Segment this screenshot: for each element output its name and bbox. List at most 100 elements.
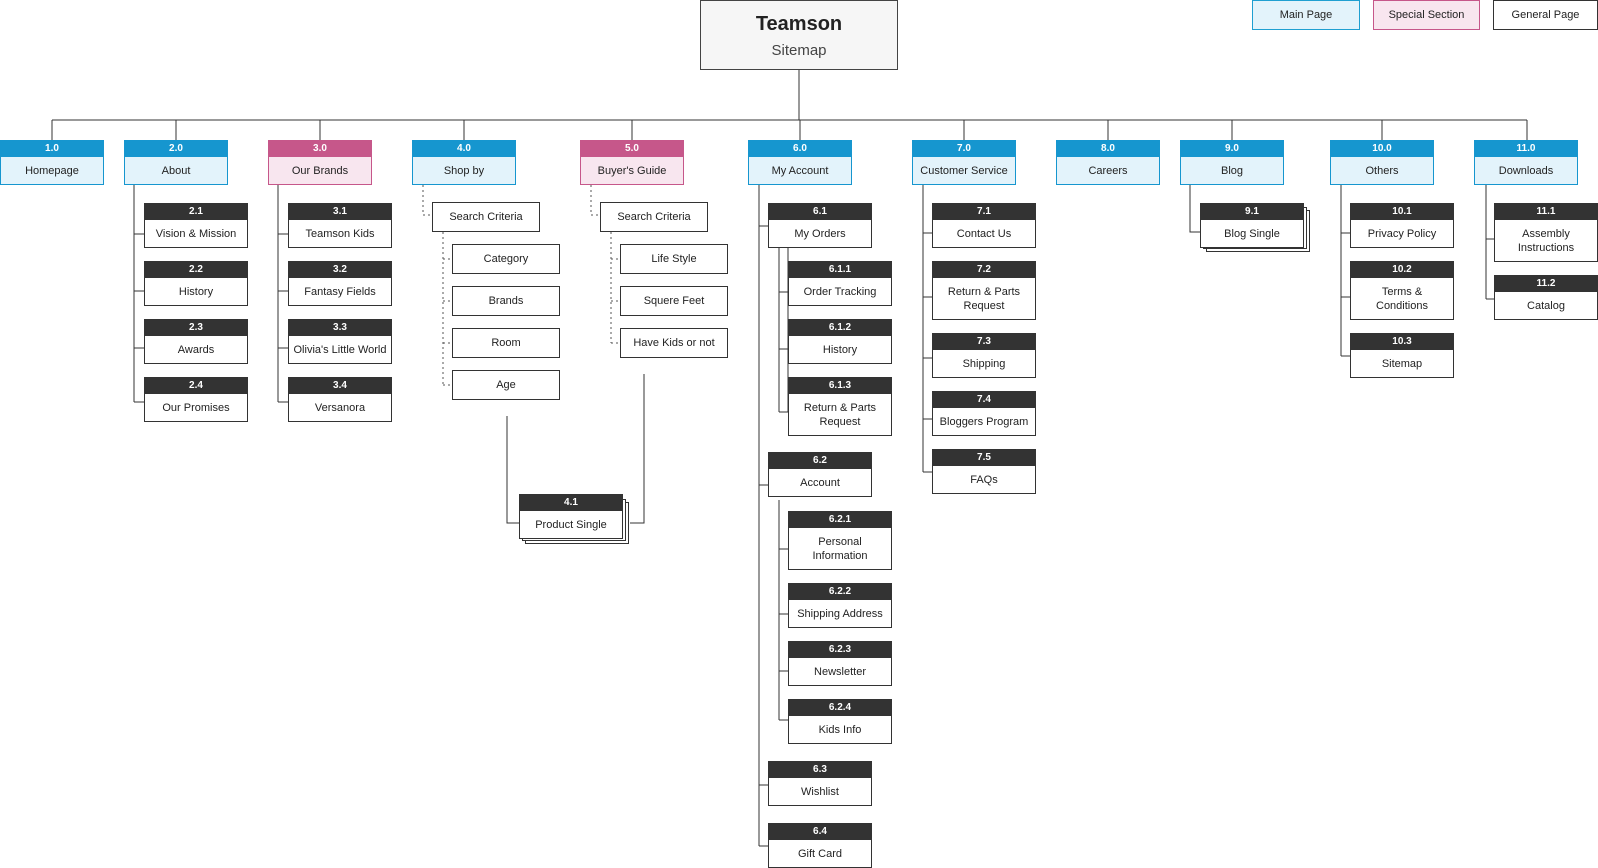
node-order-tracking[interactable]: 6.1.1 Order Tracking bbox=[788, 261, 892, 306]
node-label: Our Brands bbox=[268, 157, 372, 185]
node-service-return-parts[interactable]: 7.2 Return & Parts Request bbox=[932, 261, 1036, 320]
node-id: 2.1 bbox=[144, 203, 248, 220]
node-shipping[interactable]: 7.3 Shipping bbox=[932, 333, 1036, 378]
node-id: 6.0 bbox=[748, 140, 852, 157]
node-id: 3.2 bbox=[288, 261, 392, 278]
node-blog[interactable]: 9.0 Blog bbox=[1180, 140, 1284, 185]
node-sitemap[interactable]: 10.3 Sitemap bbox=[1350, 333, 1454, 378]
node-label: Gift Card bbox=[768, 840, 872, 868]
node-teamson-kids[interactable]: 3.1 Teamson Kids bbox=[288, 203, 392, 248]
guide-search-criteria[interactable]: Search Criteria bbox=[600, 202, 708, 232]
node-id: 7.1 bbox=[932, 203, 1036, 220]
node-id: 3.1 bbox=[288, 203, 392, 220]
node-assembly-instructions[interactable]: 11.1 Assembly Instructions bbox=[1494, 203, 1598, 262]
node-id: 6.4 bbox=[768, 823, 872, 840]
node-buyers-guide[interactable]: 5.0 Buyer's Guide bbox=[580, 140, 684, 185]
node-vision-mission[interactable]: 2.1 Vision & Mission bbox=[144, 203, 248, 248]
node-account[interactable]: 6.2 Account bbox=[768, 452, 872, 497]
node-id: 7.0 bbox=[912, 140, 1016, 157]
guide-have-kids[interactable]: Have Kids or not bbox=[620, 328, 728, 358]
node-id: 7.4 bbox=[932, 391, 1036, 408]
node-id: 6.2.2 bbox=[788, 583, 892, 600]
shopby-room[interactable]: Room bbox=[452, 328, 560, 358]
node-our-brands[interactable]: 3.0 Our Brands bbox=[268, 140, 372, 185]
node-id: 8.0 bbox=[1056, 140, 1160, 157]
legend-main-page: Main Page bbox=[1252, 0, 1360, 30]
node-id: 9.1 bbox=[1200, 203, 1304, 220]
node-terms-conditions[interactable]: 10.2 Terms & Conditions bbox=[1350, 261, 1454, 320]
node-label: Awards bbox=[144, 336, 248, 364]
node-label: Shop by bbox=[412, 157, 516, 185]
node-newsletter[interactable]: 6.2.3 Newsletter bbox=[788, 641, 892, 686]
node-id: 7.5 bbox=[932, 449, 1036, 466]
page-title: Teamson bbox=[755, 13, 843, 35]
node-label: Wishlist bbox=[768, 778, 872, 806]
node-account-return-parts[interactable]: 6.1.3 Return & Parts Request bbox=[788, 377, 892, 436]
node-label: Catalog bbox=[1494, 292, 1598, 320]
node-bloggers-program[interactable]: 7.4 Bloggers Program bbox=[932, 391, 1036, 436]
node-id: 10.3 bbox=[1350, 333, 1454, 350]
node-shop-by[interactable]: 4.0 Shop by bbox=[412, 140, 516, 185]
guide-life-style[interactable]: Life Style bbox=[620, 244, 728, 274]
node-label: Shipping Address bbox=[788, 600, 892, 628]
shopby-search-criteria[interactable]: Search Criteria bbox=[432, 202, 540, 232]
node-id: 3.3 bbox=[288, 319, 392, 336]
node-label: Newsletter bbox=[788, 658, 892, 686]
node-wishlist[interactable]: 6.3 Wishlist bbox=[768, 761, 872, 806]
node-contact-us[interactable]: 7.1 Contact Us bbox=[932, 203, 1036, 248]
node-label: Product Single bbox=[519, 511, 623, 539]
node-careers[interactable]: 8.0 Careers bbox=[1056, 140, 1160, 185]
node-homepage[interactable]: 1.0 Homepage bbox=[0, 140, 104, 185]
node-id: 6.2.3 bbox=[788, 641, 892, 658]
node-label: History bbox=[144, 278, 248, 306]
node-downloads[interactable]: 11.0 Downloads bbox=[1474, 140, 1578, 185]
node-label: Shipping bbox=[932, 350, 1036, 378]
node-id: 6.1.2 bbox=[788, 319, 892, 336]
node-olivias-little-world[interactable]: 3.3 Olivia's Little World bbox=[288, 319, 392, 364]
node-my-account[interactable]: 6.0 My Account bbox=[748, 140, 852, 185]
shopby-age[interactable]: Age bbox=[452, 370, 560, 400]
node-history[interactable]: 2.2 History bbox=[144, 261, 248, 306]
node-label: Account bbox=[768, 469, 872, 497]
node-shipping-address[interactable]: 6.2.2 Shipping Address bbox=[788, 583, 892, 628]
node-others[interactable]: 10.0 Others bbox=[1330, 140, 1434, 185]
node-versanora[interactable]: 3.4 Versanora bbox=[288, 377, 392, 422]
node-id: 6.1.1 bbox=[788, 261, 892, 278]
node-label: Customer Service bbox=[912, 157, 1016, 185]
node-my-orders[interactable]: 6.1 My Orders bbox=[768, 203, 872, 248]
node-privacy-policy[interactable]: 10.1 Privacy Policy bbox=[1350, 203, 1454, 248]
node-personal-information[interactable]: 6.2.1 Personal Information bbox=[788, 511, 892, 570]
node-our-promises[interactable]: 2.4 Our Promises bbox=[144, 377, 248, 422]
node-label: Versanora bbox=[288, 394, 392, 422]
node-catalog[interactable]: 11.2 Catalog bbox=[1494, 275, 1598, 320]
node-id: 2.3 bbox=[144, 319, 248, 336]
shopby-brands[interactable]: Brands bbox=[452, 286, 560, 316]
guide-squere-feet[interactable]: Squere Feet bbox=[620, 286, 728, 316]
legend-special-section: Special Section bbox=[1373, 0, 1480, 30]
node-faqs[interactable]: 7.5 FAQs bbox=[932, 449, 1036, 494]
node-label: Personal Information bbox=[788, 528, 892, 570]
shopby-category[interactable]: Category bbox=[452, 244, 560, 274]
node-label: My Account bbox=[748, 157, 852, 185]
node-gift-card[interactable]: 6.4 Gift Card bbox=[768, 823, 872, 868]
node-label: Bloggers Program bbox=[932, 408, 1036, 436]
node-blog-single[interactable]: 9.1 Blog Single bbox=[1200, 203, 1304, 248]
node-id: 2.0 bbox=[124, 140, 228, 157]
node-order-history[interactable]: 6.1.2 History bbox=[788, 319, 892, 364]
node-fantasy-fields[interactable]: 3.2 Fantasy Fields bbox=[288, 261, 392, 306]
node-kids-info[interactable]: 6.2.4 Kids Info bbox=[788, 699, 892, 744]
node-label: My Orders bbox=[768, 220, 872, 248]
node-about[interactable]: 2.0 About bbox=[124, 140, 228, 185]
node-id: 5.0 bbox=[580, 140, 684, 157]
node-customer-service[interactable]: 7.0 Customer Service bbox=[912, 140, 1016, 185]
node-label: Buyer's Guide bbox=[580, 157, 684, 185]
node-awards[interactable]: 2.3 Awards bbox=[144, 319, 248, 364]
node-id: 6.2 bbox=[768, 452, 872, 469]
node-id: 2.2 bbox=[144, 261, 248, 278]
node-id: 6.1.3 bbox=[788, 377, 892, 394]
node-product-single[interactable]: 4.1 Product Single bbox=[519, 494, 623, 539]
node-id: 6.2.1 bbox=[788, 511, 892, 528]
sitemap-title-box: Teamson Sitemap bbox=[700, 0, 898, 70]
node-label: Return & Parts Request bbox=[788, 394, 892, 436]
node-label: Careers bbox=[1056, 157, 1160, 185]
